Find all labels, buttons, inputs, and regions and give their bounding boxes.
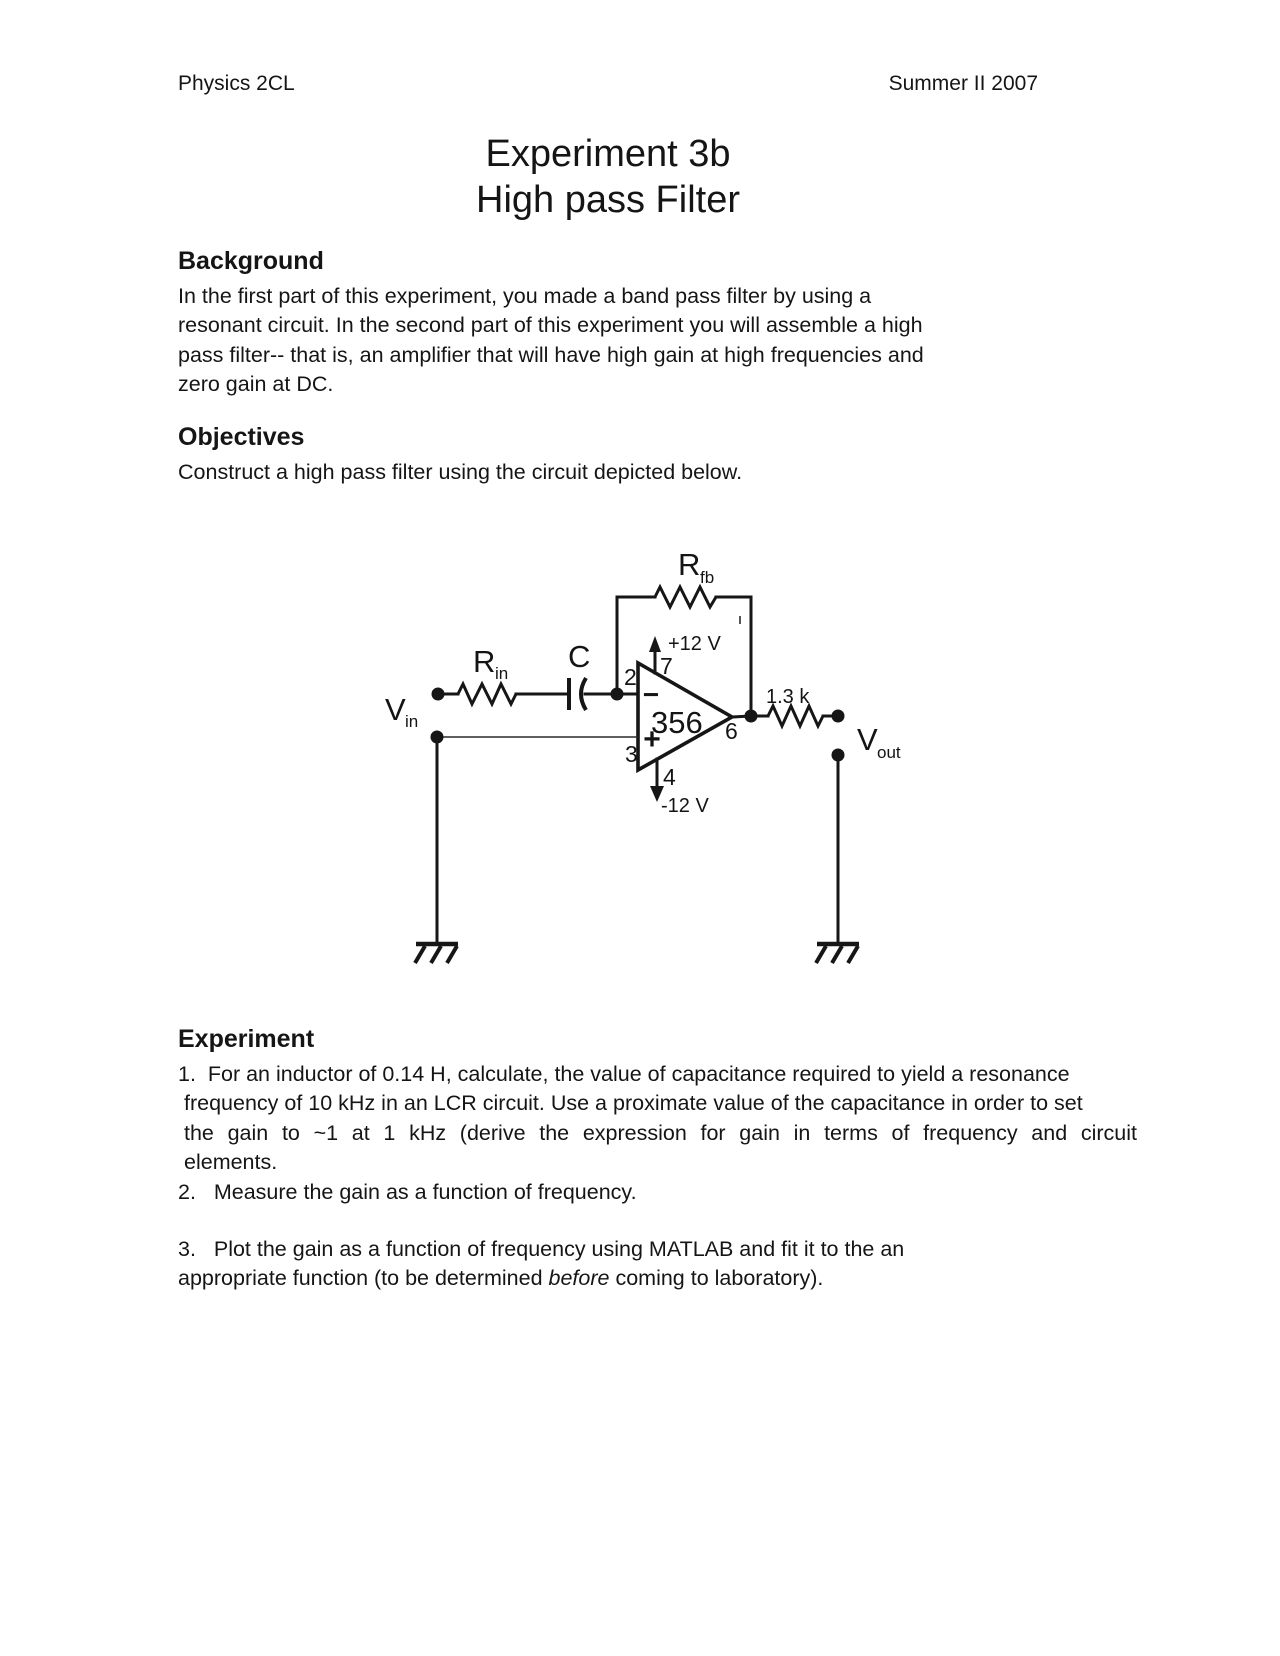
negative-supply-label: -12 V [661, 795, 709, 817]
background-heading: Background [178, 247, 324, 275]
rin-resistor [456, 680, 518, 708]
output-node-dot [744, 709, 758, 723]
rin-label: R [473, 644, 495, 679]
rfb-resistor [653, 583, 718, 611]
vout-minus-terminal [831, 748, 845, 762]
vin-minus-terminal [430, 730, 444, 744]
objectives-heading: Objectives [178, 423, 305, 451]
experiment-item-3-line: appropriate function (to be determined b… [178, 1266, 824, 1291]
feedback-left-wire [615, 595, 657, 696]
rout-value-label: 1.3 k [766, 686, 810, 708]
background-line: In the first part of this experiment, yo… [178, 284, 872, 308]
rin-subscript: in [495, 664, 508, 683]
pin4-label: 4 [663, 764, 676, 790]
experiment-item-1-line: frequency of 10 kHz in an LCR circuit. U… [184, 1091, 1083, 1116]
feedback-right-wire [714, 595, 753, 718]
vin-subscript: in [405, 712, 418, 731]
rfb-label: R [678, 547, 700, 582]
left-ground-symbol [413, 941, 459, 965]
opamp-model-label: 356 [651, 705, 703, 740]
pin3-label: 3 [625, 741, 638, 767]
vout-label: V [857, 722, 878, 757]
pin2-label: 2 [624, 664, 637, 690]
experiment-heading: Experiment [178, 1025, 315, 1053]
course-label: Physics 2CL [178, 72, 295, 95]
capacitor-label: C [568, 639, 590, 674]
page-header: Physics 2CL Summer II 2007 [178, 72, 1038, 96]
down-arrow-icon [650, 786, 664, 802]
vin-label: V [385, 692, 406, 727]
rfb-subscript: fb [700, 568, 714, 587]
experiment-section: Experiment 1. For an inductor of 0.14 H,… [178, 1024, 1158, 1294]
title-line-2: High pass Filter [476, 179, 740, 221]
right-ground-symbol [814, 941, 860, 965]
experiment-item-2: 2. Measure the gain as a function of fre… [178, 1179, 637, 1204]
circuit-diagram: R fb R in C V in V out +12 V -12 V 1.3 k… [385, 547, 901, 965]
background-line: zero gain at DC. [178, 372, 334, 397]
background-line: pass filter-- that is, an amplifier that… [178, 342, 924, 367]
rout-resistor [766, 702, 825, 730]
title-line-1: Experiment 3b [485, 133, 731, 175]
capacitor-right-plate [579, 676, 588, 712]
objectives-text: Construct a high pass filter using the c… [178, 460, 743, 484]
experiment-item-1-line: the gain to ~1 at 1 kHz (derive the expr… [184, 1120, 1137, 1145]
background-line: resonant circuit. In the second part of … [178, 313, 923, 338]
pin6-label: 6 [725, 718, 738, 744]
vin-plus-terminal [431, 687, 445, 701]
document-title: Experiment 3b High pass Filter [178, 131, 1038, 223]
vout-subscript: out [877, 743, 901, 762]
up-arrow-icon [649, 636, 661, 652]
term-label: Summer II 2007 [888, 72, 1038, 95]
opamp-triangle [636, 659, 736, 774]
italic-word: before [548, 1266, 610, 1291]
objectives-section: Objectives Construct a high pass filter … [178, 422, 1078, 487]
pin7-label: 7 [660, 653, 673, 679]
noninverting-input-sign: + [643, 723, 661, 756]
background-section: Background In the first part of this exp… [178, 246, 1078, 400]
experiment-item-1-line: elements. [184, 1150, 278, 1175]
experiment-item-1-line: 1. For an inductor of 0.14 H, calculate,… [178, 1062, 1070, 1086]
positive-supply-label: +12 V [668, 633, 721, 655]
vout-plus-terminal [831, 709, 845, 723]
experiment-item-3-line: 3. Plot the gain as a function of freque… [178, 1237, 905, 1262]
inverting-node-dot [610, 687, 624, 701]
inverting-input-sign: − [643, 679, 659, 710]
